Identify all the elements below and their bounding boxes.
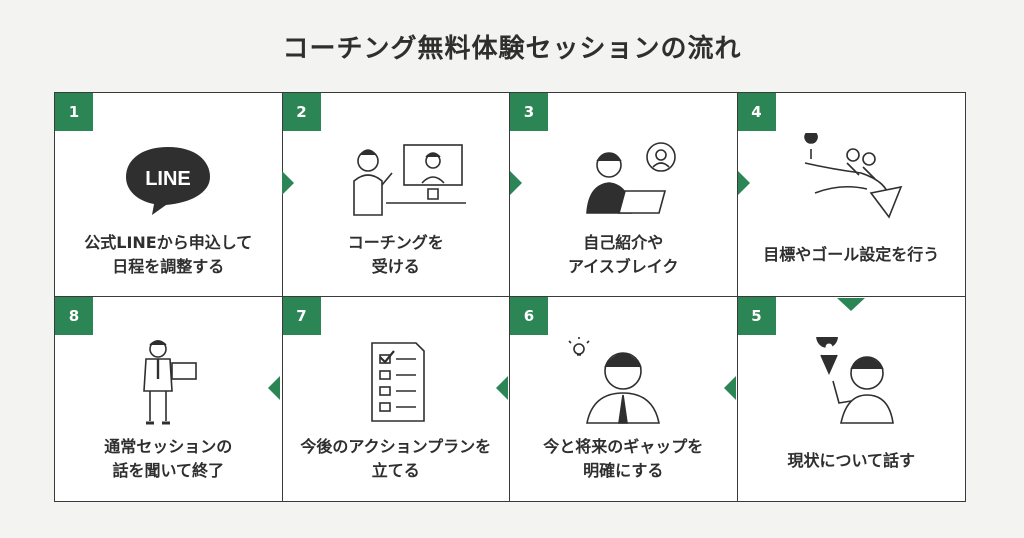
- location-pin-person-icon: [816, 337, 895, 424]
- step-card-6: 6 今と将来のギャップを 明確にする: [510, 297, 738, 501]
- step-card-7: 7 今後のアクションプランを 立てる: [282, 297, 510, 501]
- step-number-badge: 4: [737, 93, 776, 131]
- line-logo-text: LINE: [145, 168, 191, 190]
- step-number-badge: 1: [55, 93, 93, 131]
- flow-arrow-down: [837, 298, 865, 311]
- step-label: 通常セッションの 話を聞いて終了: [104, 437, 233, 480]
- step-label: 目標やゴール設定を行う: [763, 245, 940, 264]
- step-label: 今と将来のギャップを 明確にする: [543, 437, 704, 480]
- step-label: コーチングを 受ける: [347, 233, 444, 276]
- flow-arrow-left: [724, 376, 736, 400]
- step-label: 今後のアクションプランを 立てる: [300, 437, 492, 480]
- step-card-4: 4 目標やゴール設定を行う: [737, 93, 965, 297]
- step-number-badge: 8: [55, 297, 93, 335]
- line-logo-icon: LINE: [126, 147, 211, 215]
- flow-grid: 1 LINE 公式LINEから申込して 日程を調整する 2: [54, 92, 966, 502]
- flow-arrow-right: [510, 171, 522, 195]
- step-number-badge: 7: [282, 297, 321, 335]
- step-card-5: 5 現状について話す: [737, 297, 965, 501]
- step-card-8: 8 通常セッションの 話を聞いて終了: [55, 297, 283, 501]
- presenter-icon: [143, 340, 198, 425]
- step-label: 自己紹介や アイスブレイク: [568, 233, 679, 276]
- step-number-badge: 2: [282, 93, 321, 131]
- step-card-1: 1 LINE 公式LINEから申込して 日程を調整する: [55, 93, 283, 297]
- flow-arrow-right: [282, 171, 294, 195]
- idea-person-icon: [568, 337, 661, 424]
- step-card-3: 3 自己紹介や アイスブレイク: [510, 93, 738, 297]
- checklist-icon: [370, 342, 425, 422]
- laptop-chat-icon: [586, 142, 677, 214]
- page-title: コーチング無料体験セッションの流れ: [282, 34, 742, 64]
- flow-arrow-right: [738, 171, 750, 195]
- step-label: 現状について話す: [787, 451, 916, 470]
- flow-arrow-left: [496, 376, 508, 400]
- step-number-badge: 3: [510, 93, 548, 131]
- step-label: 公式LINEから申込して 日程を調整する: [84, 233, 253, 276]
- video-call-icon: [352, 144, 466, 216]
- step-number-badge: 5: [737, 297, 776, 335]
- goal-path-icon: [804, 133, 903, 219]
- flow-arrow-left: [268, 376, 280, 400]
- step-card-2: 2 コーチングを 受ける: [282, 93, 510, 297]
- step-number-badge: 6: [510, 297, 548, 335]
